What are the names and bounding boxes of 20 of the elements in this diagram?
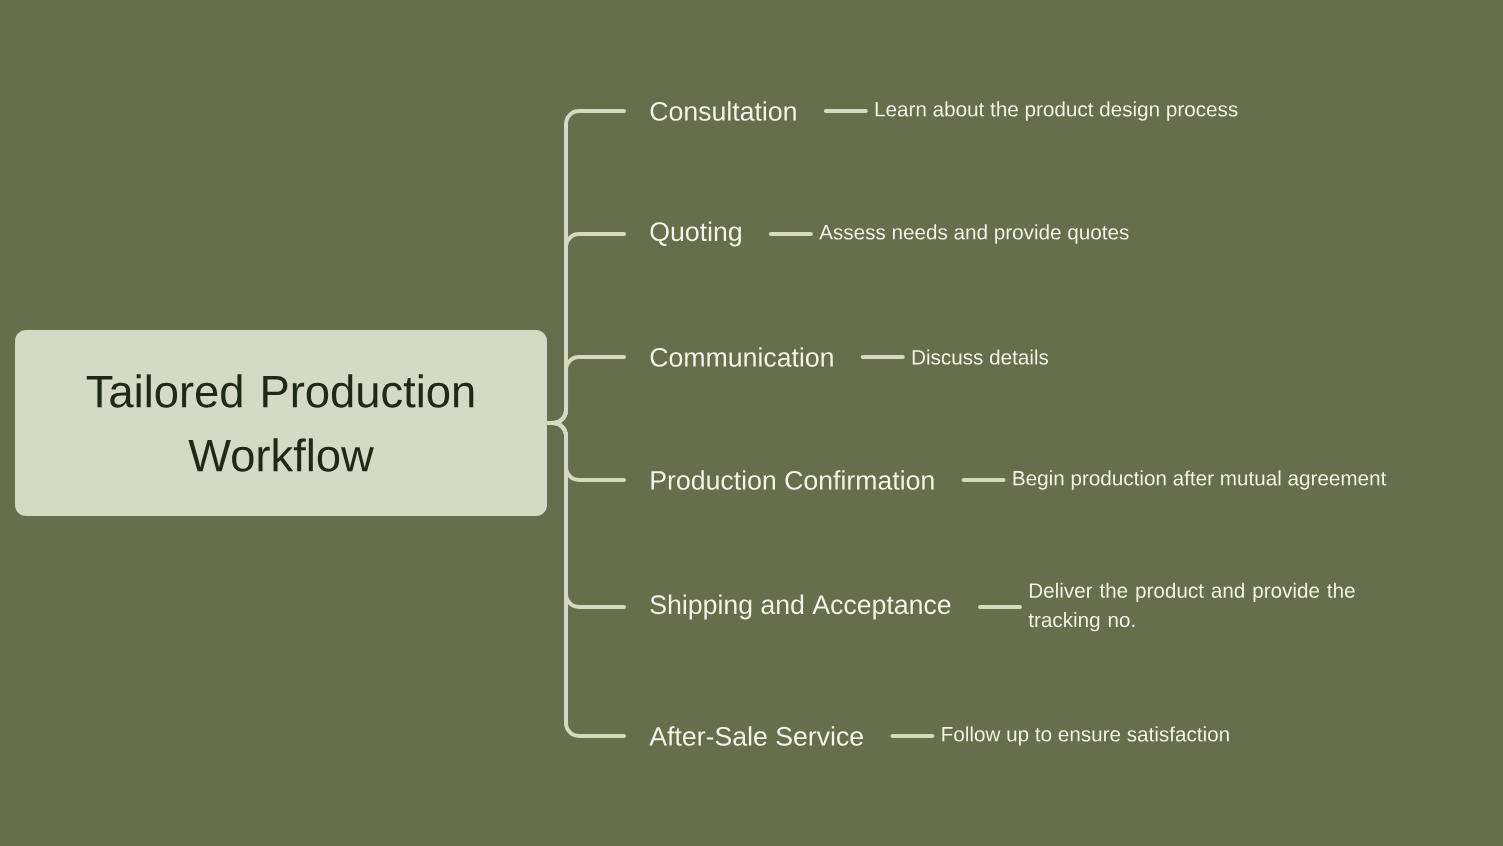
connector-line — [860, 355, 905, 359]
branch-label: Communication — [650, 347, 833, 367]
connector-line — [890, 734, 935, 738]
branch-label: Production Confirmation — [651, 470, 934, 490]
connector-line — [961, 478, 1006, 482]
description-text: Begin production after mutual agreement — [1013, 470, 1387, 490]
branch-label: After-Sale Service — [649, 726, 863, 746]
description-text: Follow up to ensure satisfaction — [942, 726, 1229, 746]
branch-label: Shipping and Acceptance — [650, 594, 951, 620]
description-text: Assess needs and provide quotes — [819, 224, 1129, 244]
description-text: Deliver the product and provide the tracking no. — [1028, 582, 1355, 632]
connector-line — [545, 421, 626, 738]
description-text: Discuss details — [912, 349, 1049, 365]
connector-line — [768, 232, 813, 236]
branch-label: Consultation — [650, 101, 796, 121]
branch-label: Quoting — [650, 221, 741, 247]
connector-line — [823, 109, 868, 113]
topic-box: Tailored Production Workflow — [15, 330, 547, 516]
connector-line — [978, 605, 1022, 609]
description-text: Learn about the product design process — [875, 101, 1238, 121]
